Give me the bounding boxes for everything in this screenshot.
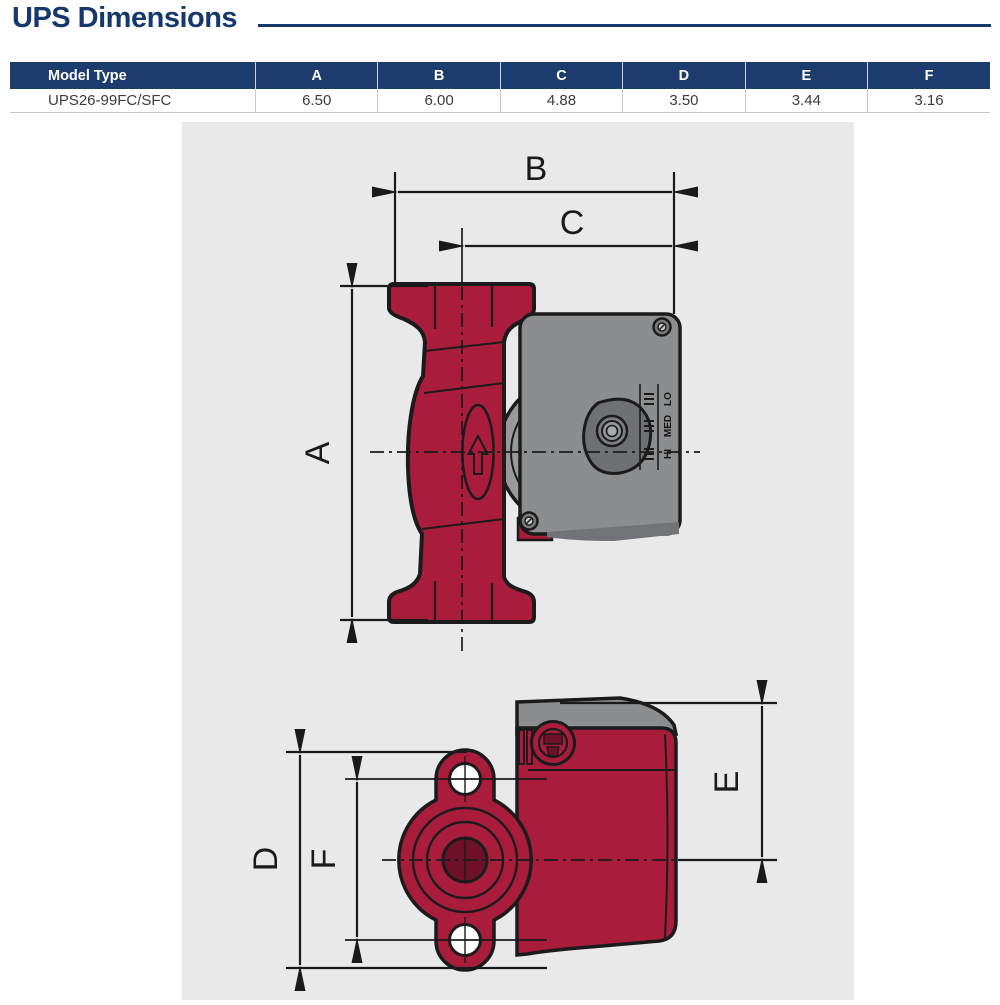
col-a: A <box>254 62 378 89</box>
col-model-type: Model Type <box>10 62 256 89</box>
speed-label-lo: LO <box>663 392 674 406</box>
screw-icon <box>519 511 539 531</box>
col-b: B <box>377 62 501 89</box>
dim-label-c: C <box>560 204 585 242</box>
dimension-c: C <box>439 204 698 252</box>
dimensions-table: Model Type A B C D E F UPS26-99FC/SFC 6.… <box>10 62 990 113</box>
cell-c: 4.88 <box>499 89 623 113</box>
table-header-row: Model Type A B C D E F <box>10 62 990 89</box>
title-rule-line <box>258 24 991 27</box>
speed-tick-marks <box>644 393 654 460</box>
speed-label-med: MED <box>663 415 674 437</box>
col-d: D <box>622 62 746 89</box>
cell-e: 3.44 <box>744 89 868 113</box>
col-e: E <box>744 62 868 89</box>
dimension-b: B <box>372 150 698 314</box>
centerlines-side-view <box>370 228 700 655</box>
terminal-plug <box>530 720 576 766</box>
control-box: LO MED HI <box>518 312 682 541</box>
dimension-f: F <box>305 756 547 963</box>
dimension-a: A <box>299 263 428 643</box>
screw-icon <box>652 317 672 337</box>
col-c: C <box>499 62 623 89</box>
speed-label-hi: HI <box>663 449 674 459</box>
dim-label-e: E <box>708 771 746 794</box>
cell-model: UPS26-99FC/SFC <box>10 89 256 113</box>
dim-label-b: B <box>525 150 548 188</box>
cell-f: 3.16 <box>867 89 990 113</box>
end-view: D F E <box>247 680 777 991</box>
col-f: F <box>867 62 990 89</box>
dim-label-d: D <box>247 847 285 872</box>
dim-label-a: A <box>299 441 337 464</box>
pump-dimension-drawing: LO MED HI B C A <box>247 150 777 991</box>
flow-arrow-icon <box>466 433 490 475</box>
side-view: LO MED HI B C A <box>299 150 700 655</box>
diagram-panel: LO MED HI B C A <box>182 122 854 1000</box>
box-bottom-shade <box>547 522 679 541</box>
dimension-e: E <box>560 680 777 883</box>
dim-label-f: F <box>305 849 343 870</box>
pump-body-end <box>515 720 678 957</box>
cell-b: 6.00 <box>377 89 501 113</box>
cell-d: 3.50 <box>622 89 746 113</box>
dimension-d: D <box>247 729 547 991</box>
flow-direction-oval <box>461 403 495 501</box>
speed-scale: LO MED HI <box>639 384 674 470</box>
table-row: UPS26-99FC/SFC 6.50 6.00 4.88 3.50 3.44 … <box>10 89 990 113</box>
dimensions-table-header: Model Type A B C D E F <box>10 62 990 89</box>
speed-selector-knob <box>582 397 653 475</box>
page-title: UPS Dimensions <box>12 2 238 34</box>
cell-a: 6.50 <box>254 89 378 113</box>
